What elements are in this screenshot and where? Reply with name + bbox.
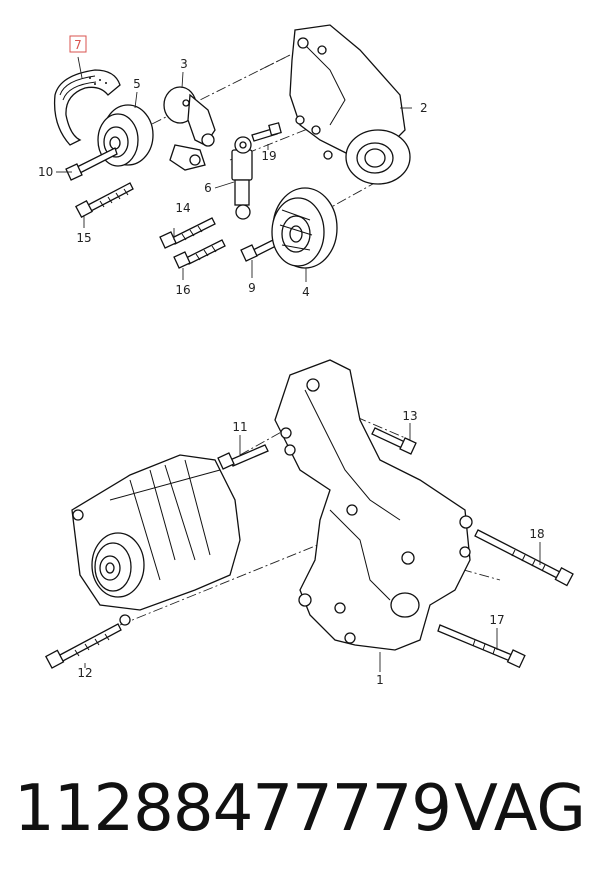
callout-18: 18: [529, 527, 544, 541]
bolt-14: [159, 217, 216, 249]
bolt-17: [437, 624, 526, 669]
callout-7: 7: [74, 38, 82, 52]
ribbed-belt-7: [53, 69, 121, 146]
callout-19: 19: [261, 149, 276, 163]
bolt-13: [371, 427, 417, 455]
idler-pulley-4: [271, 187, 338, 269]
bolt-18: [474, 529, 574, 587]
callout-2: 2: [420, 101, 428, 115]
callout-13: 13: [402, 409, 417, 423]
callout-11: 11: [232, 420, 247, 434]
parts-diagram: 7 5 3 2 10 15 14 16 6 19 9 4: [38, 24, 574, 687]
damper-6: [231, 136, 253, 220]
callout-1: 1: [376, 673, 384, 687]
alternator: [71, 454, 241, 626]
callout-16: 16: [175, 283, 190, 297]
part-number: 11288477779: [14, 772, 452, 846]
callout-10: 10: [38, 165, 53, 179]
callout-6: 6: [204, 181, 212, 195]
bolt-15: [75, 182, 134, 218]
callout-14: 14: [175, 201, 190, 215]
callout-17: 17: [489, 613, 504, 627]
bolt-19: [251, 122, 282, 142]
callout-12: 12: [77, 666, 92, 680]
callout-15: 15: [76, 231, 91, 245]
callout-9: 9: [248, 281, 256, 295]
bolt-10: [65, 147, 118, 181]
bolt-12: [45, 623, 122, 669]
callout-5: 5: [133, 77, 141, 91]
tensioner-arm-3: [163, 86, 216, 171]
bolt-11: [217, 444, 269, 470]
bolt-16: [173, 239, 226, 269]
bracket-1: [274, 359, 473, 651]
brand-name: VAG: [454, 772, 586, 846]
callout-4: 4: [302, 285, 310, 299]
callout-3: 3: [180, 57, 188, 71]
bracket-2: [289, 24, 411, 185]
